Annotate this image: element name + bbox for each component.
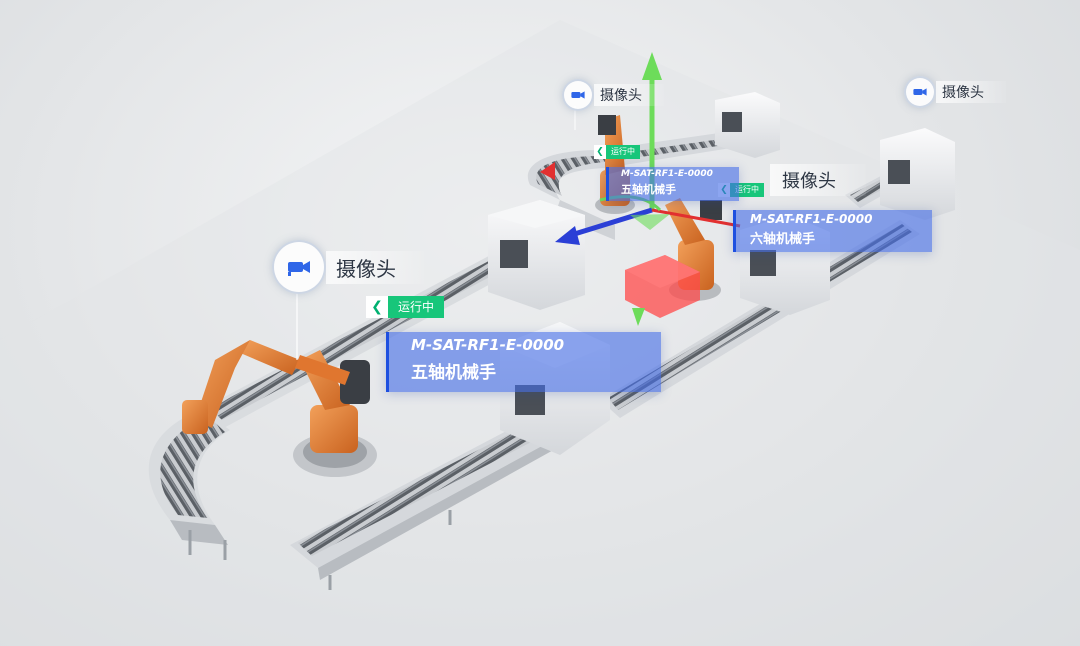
highlighted-part-box (625, 255, 700, 318)
machine-left (488, 200, 585, 310)
status-pill-running[interactable]: ❮ 运行中 (366, 296, 445, 318)
device-code: M-SAT-RF1-E-0000 (411, 336, 565, 354)
device-info-panel[interactable]: M-SAT-RF1-E-0000 五轴机械手 (606, 167, 739, 201)
camera-label: 摄像头 (326, 250, 424, 284)
status-text: 运行中 (606, 145, 640, 159)
camera-label: 摄像头 (770, 164, 866, 196)
robot-arm-front (182, 340, 377, 477)
status-text: 运行中 (388, 296, 445, 318)
camera-icon (904, 76, 936, 108)
camera-label: 摄像头 (936, 81, 1006, 103)
camera-tag-front[interactable]: 摄像头 (272, 240, 424, 294)
device-code: M-SAT-RF1-E-0000 (750, 212, 873, 226)
conveyor-front-bottom (290, 408, 575, 590)
machine-back-right (880, 128, 955, 220)
camera-label: 摄像头 (594, 84, 664, 106)
device-info-panel[interactable]: M-SAT-RF1-E-0000 六轴机械手 (733, 210, 932, 252)
device-info-panel[interactable]: M-SAT-RF1-E-0000 五轴机械手 (386, 332, 661, 392)
chevron-left-icon: ❮ (594, 145, 606, 159)
camera-tag-top-right[interactable]: 摄像头 (904, 76, 1006, 108)
device-name: 五轴机械手 (411, 363, 496, 383)
machine-back-center (715, 92, 780, 158)
camera-icon (272, 240, 326, 294)
device-code: M-SAT-RF1-E-0000 (621, 169, 713, 179)
chevron-left-icon: ❮ (366, 296, 388, 318)
device-name: 五轴机械手 (621, 183, 676, 196)
camera-icon (562, 79, 594, 111)
device-name: 六轴机械手 (750, 232, 816, 247)
camera-tag-mid-right[interactable]: 摄像头 (770, 164, 866, 196)
conveyor-middle (600, 220, 920, 418)
conveyor-front-left (148, 250, 520, 560)
camera-tag-back[interactable]: 摄像头 (562, 79, 664, 111)
status-pill-running[interactable]: ❮ 运行中 (594, 145, 640, 159)
